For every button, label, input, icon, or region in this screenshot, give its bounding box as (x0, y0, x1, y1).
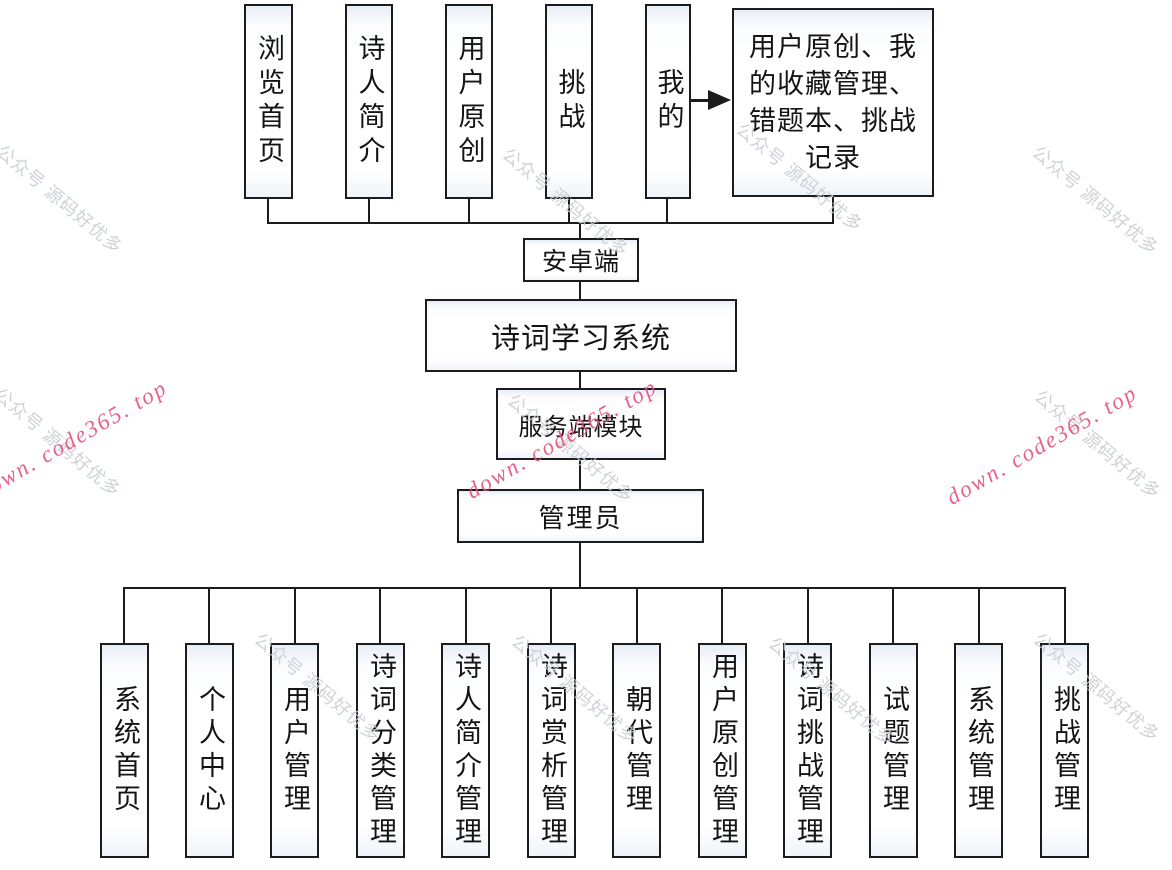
connector (832, 197, 834, 223)
node-poetry-appreciation-mgmt: 诗词赏析管理 (527, 643, 576, 858)
node-android-client: 安卓端 (523, 238, 639, 282)
node-label: 用户原创管理 (708, 651, 738, 850)
node-user-original: 用户原创 (445, 4, 493, 199)
connector (666, 199, 668, 223)
node-label: 用户原创、我 的收藏管理、 错题本、挑战 记录 (749, 31, 917, 173)
node-challenge-mgmt: 挑战管理 (1040, 643, 1089, 858)
connector (721, 589, 723, 643)
connector (550, 589, 552, 643)
node-label: 诗人简介 (354, 33, 385, 170)
connector (579, 224, 581, 239)
node-system-root: 诗词学习系统 (425, 299, 737, 372)
connector (208, 589, 210, 643)
node-label: 我的 (653, 67, 684, 136)
watermark-pink: down. code365. top (942, 379, 1142, 510)
connector (636, 589, 638, 643)
node-label: 个人中心 (195, 684, 225, 817)
node-system-mgmt: 系统管理 (954, 643, 1003, 858)
node-label: 系统管理 (964, 684, 994, 817)
watermark-gray: 公众号 源码好优多 (1030, 386, 1165, 503)
node-label: 诗词分类管理 (366, 651, 396, 850)
node-label: 用户原创 (454, 33, 485, 170)
watermark-gray: 公众号 源码好优多 (0, 141, 127, 258)
node-label: 朝代管理 (622, 684, 652, 817)
node-user-mgmt: 用户管理 (270, 643, 319, 858)
connector (568, 199, 570, 223)
node-label: 试题管理 (879, 684, 909, 817)
node-server-module: 服务端模块 (496, 388, 666, 460)
node-browse-home: 浏览首页 (244, 4, 293, 199)
connector (267, 199, 269, 223)
connector (368, 199, 370, 223)
node-label: 用户管理 (280, 684, 310, 817)
node-mine-detail: 用户原创、我 的收藏管理、 错题本、挑战 记录 (732, 8, 934, 197)
connector (579, 460, 581, 490)
node-poetry-category-mgmt: 诗词分类管理 (356, 643, 405, 858)
arrow-shaft (690, 99, 709, 102)
node-label: 安卓端 (541, 249, 620, 276)
node-personal-center: 个人中心 (185, 643, 234, 858)
node-user-original-mgmt: 用户原创管理 (698, 643, 747, 858)
node-challenge: 挑战 (545, 4, 593, 199)
node-poet-intro-mgmt: 诗人简介管理 (441, 643, 490, 858)
connector (579, 543, 581, 588)
connector (807, 589, 809, 643)
connector (465, 589, 467, 643)
node-poetry-challenge-mgmt: 诗词挑战管理 (783, 643, 832, 858)
connector (294, 589, 296, 643)
connector (123, 587, 1066, 589)
node-label: 管理员 (538, 503, 623, 533)
node-label: 诗词赏析管理 (537, 651, 567, 850)
watermark-gray: 公众号 源码好优多 (0, 384, 125, 501)
node-poet-intro: 诗人简介 (345, 4, 393, 199)
connector (1064, 589, 1066, 643)
connector (468, 199, 470, 223)
node-system-home: 系统首页 (100, 643, 149, 858)
watermark-gray: 公众号 源码好优多 (1028, 142, 1163, 259)
node-administrator: 管理员 (457, 489, 704, 543)
node-label: 诗词挑战管理 (793, 651, 823, 850)
node-label: 诗人简介管理 (451, 651, 481, 850)
connector (892, 589, 894, 643)
connector (379, 589, 381, 643)
node-label: 诗词学习系统 (490, 322, 671, 355)
connector (267, 222, 834, 224)
node-mine: 我的 (645, 4, 691, 199)
arrow-right-icon (708, 90, 731, 110)
node-label: 挑战 (554, 67, 585, 136)
connector (579, 372, 581, 389)
node-dynasty-mgmt: 朝代管理 (612, 643, 661, 858)
connector (123, 589, 125, 643)
node-label: 挑战管理 (1050, 684, 1080, 817)
node-label: 服务端模块 (518, 414, 644, 441)
node-label: 系统首页 (110, 684, 140, 817)
connector (579, 282, 581, 300)
node-label: 浏览首页 (254, 33, 284, 170)
connector (978, 589, 980, 643)
node-question-mgmt: 试题管理 (869, 643, 918, 858)
watermark-pink: down. code365. top (0, 374, 172, 505)
